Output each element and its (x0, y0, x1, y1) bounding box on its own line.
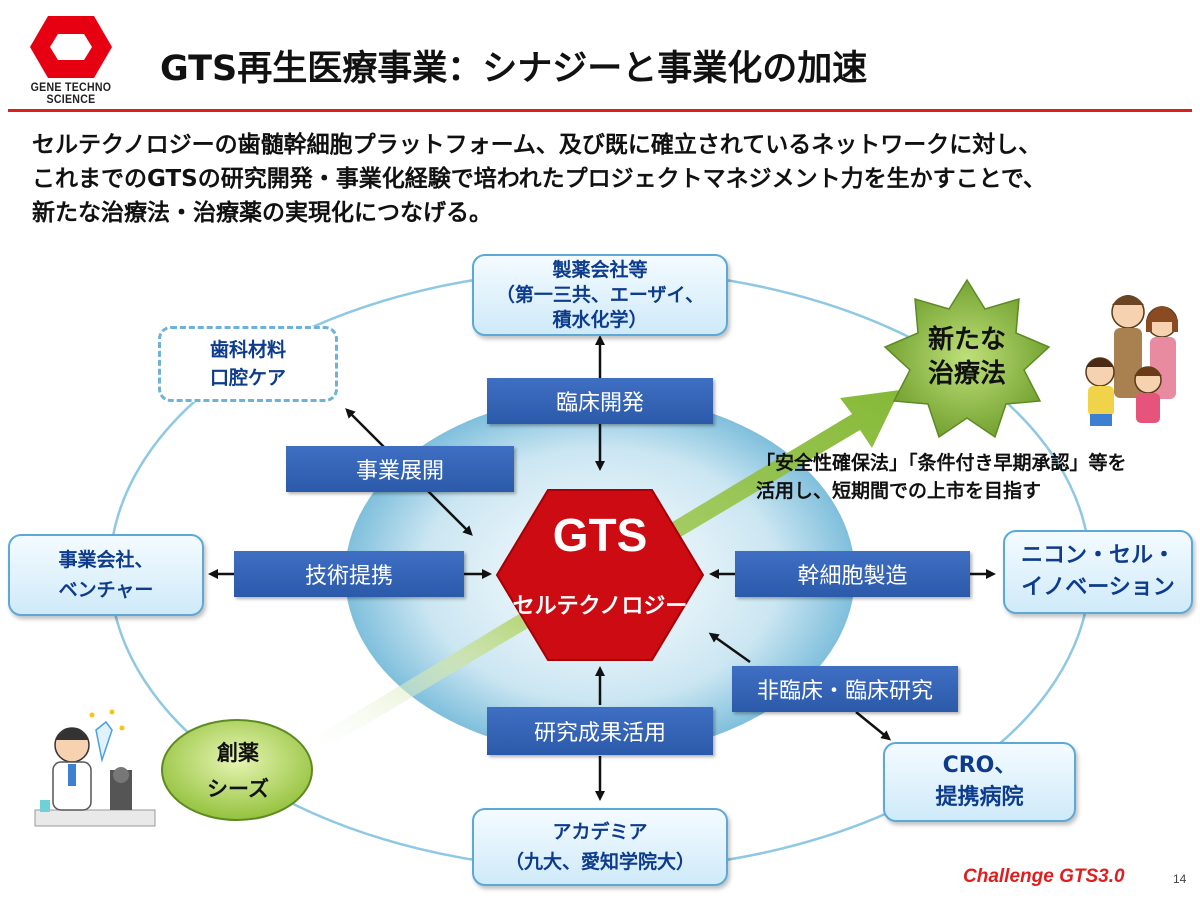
center-subtitle: セルテクノロジー (512, 594, 688, 619)
arrow-gts-to-research (708, 632, 751, 664)
scientist-illustration (34, 709, 156, 827)
logo-text: GENE TECHNO SCIENCE (30, 82, 112, 106)
page-title: GTS再生医療事業：シナジーと事業化の加速 (160, 49, 868, 89)
intro-text: セルテクノロジーの歯髄幹細胞プラットフォーム、及び既に確立されているネットワーク… (32, 128, 1046, 230)
node-nikon: ニコン・セル・ イノベーション (1003, 530, 1193, 614)
label-preclinical-research: 非臨床・臨床研究 (732, 666, 958, 712)
node-business-line2: ベンチャー (58, 579, 154, 601)
label-business-dev: 事業展開 (286, 446, 514, 492)
intro-line-1: セルテクノロジーの歯髄幹細胞プラットフォーム、及び既に確立されているネットワーク… (32, 132, 1042, 158)
title-divider (8, 109, 1192, 112)
drug-seeds-line1: 創薬 (217, 741, 259, 765)
node-nikon-line2: イノベーション (1021, 575, 1175, 600)
label-research-use: 研究成果活用 (487, 707, 713, 755)
node-cro-line2: 提携病院 (935, 785, 1024, 810)
label-tech-partnership: 技術提携 (234, 551, 464, 597)
node-dental-line2: 口腔ケア (209, 367, 286, 389)
node-business: 事業会社、 ベンチャー (8, 534, 204, 616)
regulatory-note: 「安全性確保法」「条件付き早期承認」等を 活用し、短期間での上市を目指す (756, 449, 1127, 505)
arrow-cro (855, 711, 892, 741)
node-pharma: 製薬会社等 （第一三共、エーザイ、 積水化学） (472, 254, 728, 336)
drug-seeds-line2: シーズ (207, 777, 269, 801)
label-clinical-dev: 臨床開発 (487, 378, 713, 424)
new-treatment-star (883, 278, 1051, 439)
new-treatment-text: 新たな 治療法 (902, 323, 1032, 391)
node-business-line1: 事業会社、 (58, 549, 154, 571)
page-number: 14 (1173, 872, 1187, 886)
challenge-tagline: Challenge GTS3.0 (963, 866, 1125, 887)
intro-line-2: これまでのGTSの研究開発・事業化経験で培われたプロジェクトマネジメント力を生か… (32, 166, 1046, 192)
center-title: GTS (552, 509, 648, 561)
node-academia-line1: アカデミア (552, 821, 648, 843)
node-dental-line1: 歯科材料 (209, 339, 286, 361)
drug-seeds-ellipse (161, 719, 313, 821)
gts-hexagon (495, 489, 705, 661)
drug-seeds-text: 創薬 シーズ (162, 735, 314, 807)
node-cro-line1: CRO、 (942, 753, 1017, 778)
node-dental: 歯科材料 口腔ケア (158, 326, 338, 402)
node-pharma-line2: （第一三共、エーザイ、 (495, 283, 705, 306)
node-academia-line2: （九大、愛知学院大） (504, 851, 695, 873)
logo-mark (30, 16, 112, 78)
regulatory-note-line1: 「安全性確保法」「条件付き早期承認」等を (756, 452, 1127, 474)
regulatory-note-line2: 活用し、短期間での上市を目指す (756, 480, 1042, 502)
node-cro: CRO、 提携病院 (883, 742, 1076, 822)
new-treatment-line2: 治療法 (927, 359, 1006, 389)
family-illustration (1085, 295, 1178, 426)
node-academia: アカデミア （九大、愛知学院大） (472, 808, 728, 886)
node-pharma-line3: 積水化学） (552, 308, 648, 331)
intro-line-3: 新たな治療法・治療薬の実現化につなげる。 (32, 200, 492, 226)
new-treatment-line1: 新たな (927, 325, 1006, 355)
node-pharma-line1: 製薬会社等 (552, 258, 648, 281)
label-stem-cell-mfg: 幹細胞製造 (735, 551, 970, 597)
node-nikon-line1: ニコン・セル・ (1020, 543, 1175, 568)
